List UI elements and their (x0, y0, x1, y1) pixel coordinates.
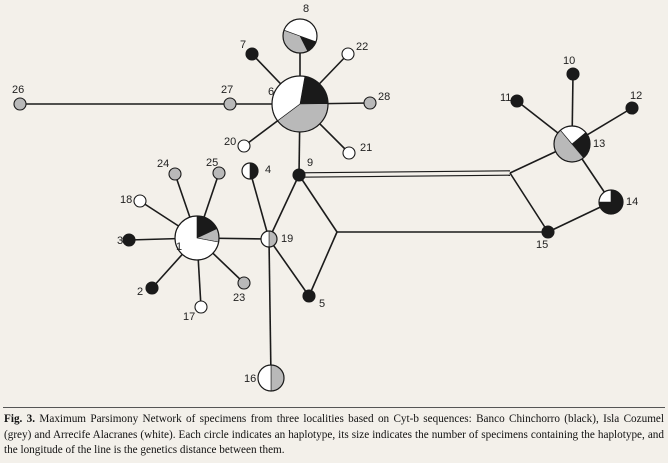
node-label-20: 20 (224, 136, 236, 148)
haplotype-node-5 (302, 289, 316, 303)
haplotype-node-24 (168, 167, 182, 181)
haplotype-node-21 (342, 146, 356, 160)
haplotype-node-15 (541, 225, 555, 239)
haplotype-node-10 (566, 67, 580, 81)
haplotype-node-14 (598, 189, 624, 215)
node-label-11: 11 (500, 92, 511, 104)
node-label-22: 22 (356, 41, 368, 53)
network-nodes (13, 18, 639, 392)
node-label-25: 25 (206, 157, 218, 169)
edge-J2-15 (509, 172, 549, 233)
pie-slice-white (257, 364, 272, 392)
network-edges (20, 36, 633, 379)
haplotype-node-16 (257, 364, 285, 392)
edge-19-16 (268, 238, 272, 379)
haplotype-node-19 (260, 230, 278, 248)
edge-19-5 (268, 238, 310, 297)
haplotype-node-22 (341, 47, 355, 61)
haplotype-node-13 (553, 125, 591, 163)
haplotype-node-23 (237, 276, 251, 290)
edge-9-J1 (298, 174, 338, 233)
node-label-17: 17 (183, 311, 195, 323)
haplotype-node-18 (133, 194, 147, 208)
node-label-7: 7 (240, 39, 246, 51)
haplotype-node-4 (241, 162, 259, 180)
node-label-13: 13 (593, 138, 605, 150)
haplotype-node-9 (292, 168, 306, 182)
haplotype-node-6 (271, 75, 329, 133)
haplotype-node-25 (212, 166, 226, 180)
edge-9-J2 (299, 174, 511, 178)
haplotype-node-2 (145, 281, 159, 295)
node-label-12: 12 (630, 90, 642, 102)
node-label-26: 26 (12, 84, 24, 96)
node-label-3: 3 (117, 235, 123, 247)
node-label-18: 18 (120, 194, 132, 206)
node-label-16: 16 (244, 373, 256, 385)
node-label-14: 14 (626, 196, 638, 208)
figure-caption: Fig. 3. Maximum Parsimony Network of spe… (4, 412, 664, 459)
node-label-19: 19 (281, 233, 293, 245)
haplotype-node-8 (282, 18, 318, 54)
node-label-15: 15 (536, 239, 548, 251)
haplotype-node-11 (510, 94, 524, 108)
pie-slice-grey (270, 364, 285, 392)
node-label-21: 21 (360, 142, 372, 154)
node-label-4: 4 (265, 164, 271, 176)
haplotype-node-26 (13, 97, 27, 111)
haplotype-node-20 (237, 139, 251, 153)
caption-text: Maximum Parsimony Network of specimens f… (4, 413, 664, 456)
edge-5-J1 (308, 231, 338, 297)
node-label-10: 10 (563, 55, 575, 67)
edge-19-4 (249, 170, 270, 240)
haplotype-node-12 (625, 101, 639, 115)
node-label-8: 8 (303, 3, 309, 15)
node-label-27: 27 (221, 84, 233, 96)
haplotype-node-7 (245, 47, 259, 61)
edge-19-9 (268, 174, 300, 240)
haplotype-node-17 (194, 300, 208, 314)
pie-slice-black (249, 162, 259, 180)
node-label-24: 24 (157, 158, 169, 170)
pie-slice-white (241, 162, 251, 180)
node-label-23: 23 (233, 292, 245, 304)
node-label-6: 6 (268, 86, 274, 98)
node-label-1: 1 (176, 241, 182, 253)
haplotype-node-27 (223, 97, 237, 111)
haplotype-node-28 (363, 96, 377, 110)
pie-slice-grey (268, 230, 278, 248)
node-label-2: 2 (137, 286, 143, 298)
node-label-28: 28 (378, 91, 390, 103)
haplotype-node-3 (122, 233, 136, 247)
node-label-9: 9 (307, 157, 313, 169)
caption-prefix: Fig. 3. (4, 413, 36, 425)
pie-slice-white (260, 230, 270, 248)
haplotype-node-1 (174, 215, 220, 261)
caption-divider (3, 407, 665, 408)
edge-9-J2 (298, 170, 510, 174)
node-label-5: 5 (319, 298, 325, 310)
